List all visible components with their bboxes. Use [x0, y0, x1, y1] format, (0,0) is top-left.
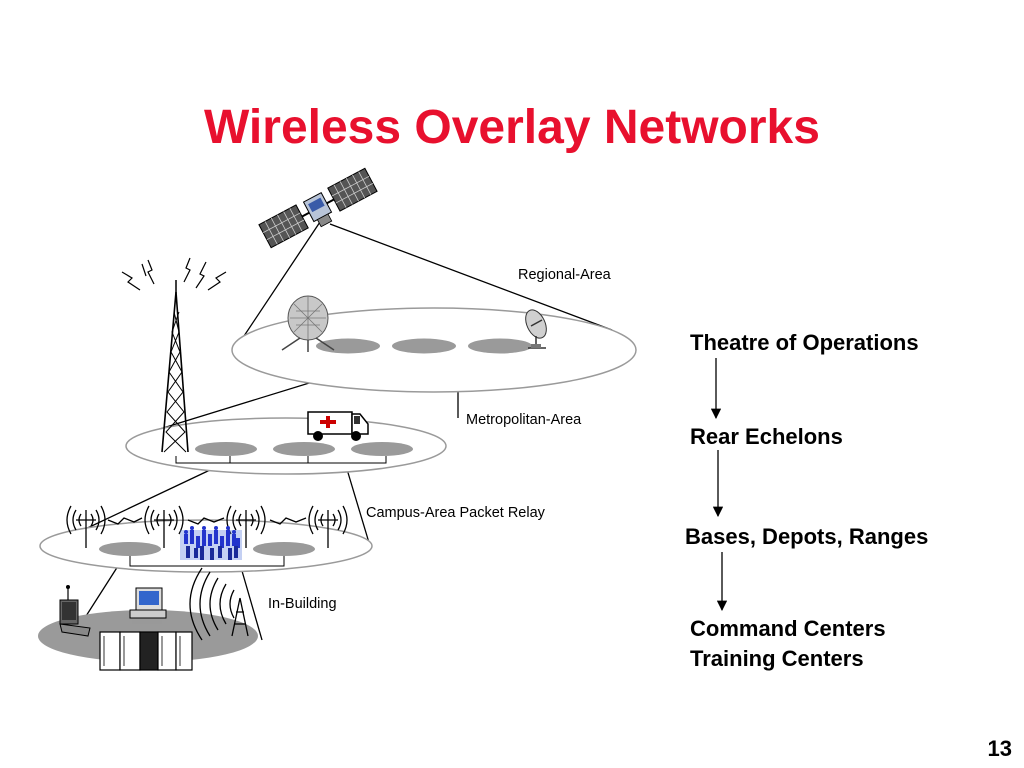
regional-cell-1: [316, 338, 380, 354]
ambulance-van-icon: [307, 411, 369, 441]
satellite-dish-icon: [525, 309, 547, 349]
radio-tower-icon: [121, 257, 227, 453]
metropolitan-area-label: Metropolitan-Area: [466, 412, 582, 428]
server-rack-icon: [99, 631, 193, 671]
metro-cell-2: [273, 442, 335, 456]
campus-area-label: Campus-Area Packet Relay: [366, 505, 546, 521]
metro-cell-3: [351, 442, 413, 456]
in-building-label: In-Building: [268, 596, 337, 612]
satellite-icon: [258, 167, 378, 249]
hierarchy-command-centers: Command Centers: [690, 616, 886, 641]
regional-cell-3: [468, 338, 532, 354]
hierarchy-training-centers: Training Centers: [690, 646, 864, 671]
computer-icon: [129, 587, 167, 624]
campus-cell-1: [99, 542, 161, 556]
hierarchy-arrows: [710, 358, 728, 612]
hierarchy-rear-echelons: Rear Echelons: [690, 424, 843, 449]
regional-cell-2: [392, 338, 456, 354]
hierarchy-bases-depots-ranges: Bases, Depots, Ranges: [685, 524, 929, 549]
page-number: 13: [987, 736, 1012, 761]
campus-cell-2: [253, 542, 315, 556]
metropolitan-area-ring: [125, 417, 447, 475]
antenna-icon: [66, 505, 348, 548]
satellite-dish-icon: [281, 295, 335, 352]
slide-title: Wireless Overlay Networks: [204, 101, 820, 154]
regional-area-label: Regional-Area: [518, 267, 612, 283]
antenna-icon: [189, 567, 249, 641]
hierarchy-theatre-of-operations: Theatre of Operations: [690, 330, 919, 355]
laptop-icon: [59, 585, 91, 637]
crowd-icon: [180, 526, 242, 560]
metro-cell-1: [195, 442, 257, 456]
